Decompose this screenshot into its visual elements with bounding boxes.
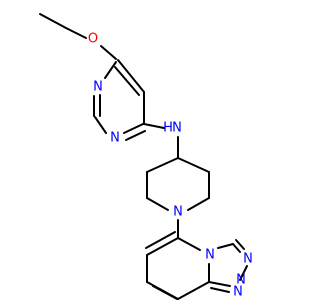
bond-bridge-n-c3 (217, 243, 234, 249)
atom-amine-hydrogen: H (163, 121, 173, 136)
bond-c2-n3 (94, 116, 107, 134)
bond-c5-c6-double (145, 231, 176, 249)
bond-c3-n2 (232, 243, 241, 253)
atom-bridgehead-nitrogen: N (205, 248, 215, 263)
bond-c6-c5-double (114, 66, 140, 96)
bond-n1-c8a-double (210, 287, 230, 293)
atom-amine-nitrogen: N (172, 121, 182, 136)
bond-pip-c2-n (146, 197, 169, 211)
bond-c5-c6 (146, 237, 179, 256)
bond-ch2-o (65, 27, 87, 39)
atom-triazole-n-a: N (236, 273, 246, 288)
bond-n2-n1 (239, 265, 248, 281)
bond-c6-n1 (104, 61, 117, 79)
bond-c7-c8-double (152, 285, 178, 300)
bond-c4-nh (143, 123, 165, 129)
bond-n1-c8a (208, 281, 231, 287)
atom-pyrimidine-n1: N (93, 80, 103, 95)
bond-bridge-n-c5 (177, 237, 201, 251)
atom-triazole-n-b: N (233, 285, 243, 300)
bond-pip-c5-c4 (177, 157, 210, 173)
atom-pyrimidine-n3: N (110, 131, 120, 146)
molecule-structure: O N N N H N N N N N (39, 13, 253, 300)
bond-n3-c4-double (125, 130, 146, 141)
bond-ethyl-ch3-ch2 (39, 13, 67, 29)
bond-pip-c4-c3 (146, 157, 179, 173)
atom-piperidine-nitrogen: N (173, 205, 183, 220)
atom-triazole-n-top: N (243, 252, 253, 267)
bond-c8-c8a (177, 281, 210, 300)
bond-pip-n-c6 (187, 197, 210, 211)
bond-c3-n2-double (235, 239, 245, 250)
bond-o-c6 (100, 45, 117, 60)
bond-n3-c4 (123, 123, 144, 134)
bond-c6-c5 (117, 59, 145, 93)
atom-ether-oxygen: O (88, 32, 98, 47)
